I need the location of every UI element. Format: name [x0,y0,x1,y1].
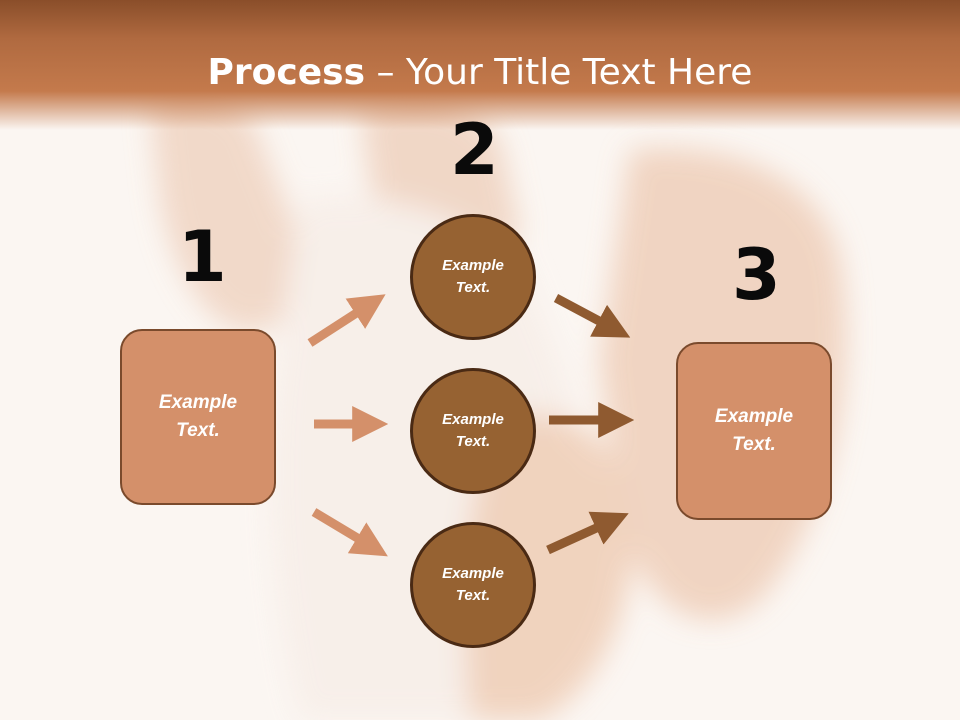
circle-middle: Example Text. [410,368,536,494]
step-number-2: 2 [450,109,499,191]
slide-title: Process – Your Title Text Here [0,52,960,93]
step-3-text: Example Text. [714,405,794,456]
step-number-3: 3 [732,234,781,316]
step-3-box: Example Text. [676,342,832,520]
arrow-circle-bottom-to-3 [546,511,629,555]
circle-bottom-text: Example Text. [442,564,504,605]
step-1-text: Example Text. [158,391,238,442]
circle-top-text: Example Text. [442,256,504,297]
title-bar [0,0,960,130]
arrow-1-to-circle-bottom [311,508,388,557]
step-1-box: Example Text. [120,329,276,505]
arrow-1-to-circle-top [307,294,386,347]
title-rest: – Your Title Text Here [365,52,753,93]
circle-middle-text: Example Text. [442,410,504,451]
arrow-circle-top-to-3 [553,294,631,338]
circle-top: Example Text. [410,214,536,340]
title-bold: Process [207,52,366,93]
circle-bottom: Example Text. [410,522,536,648]
step-number-1: 1 [178,216,227,298]
